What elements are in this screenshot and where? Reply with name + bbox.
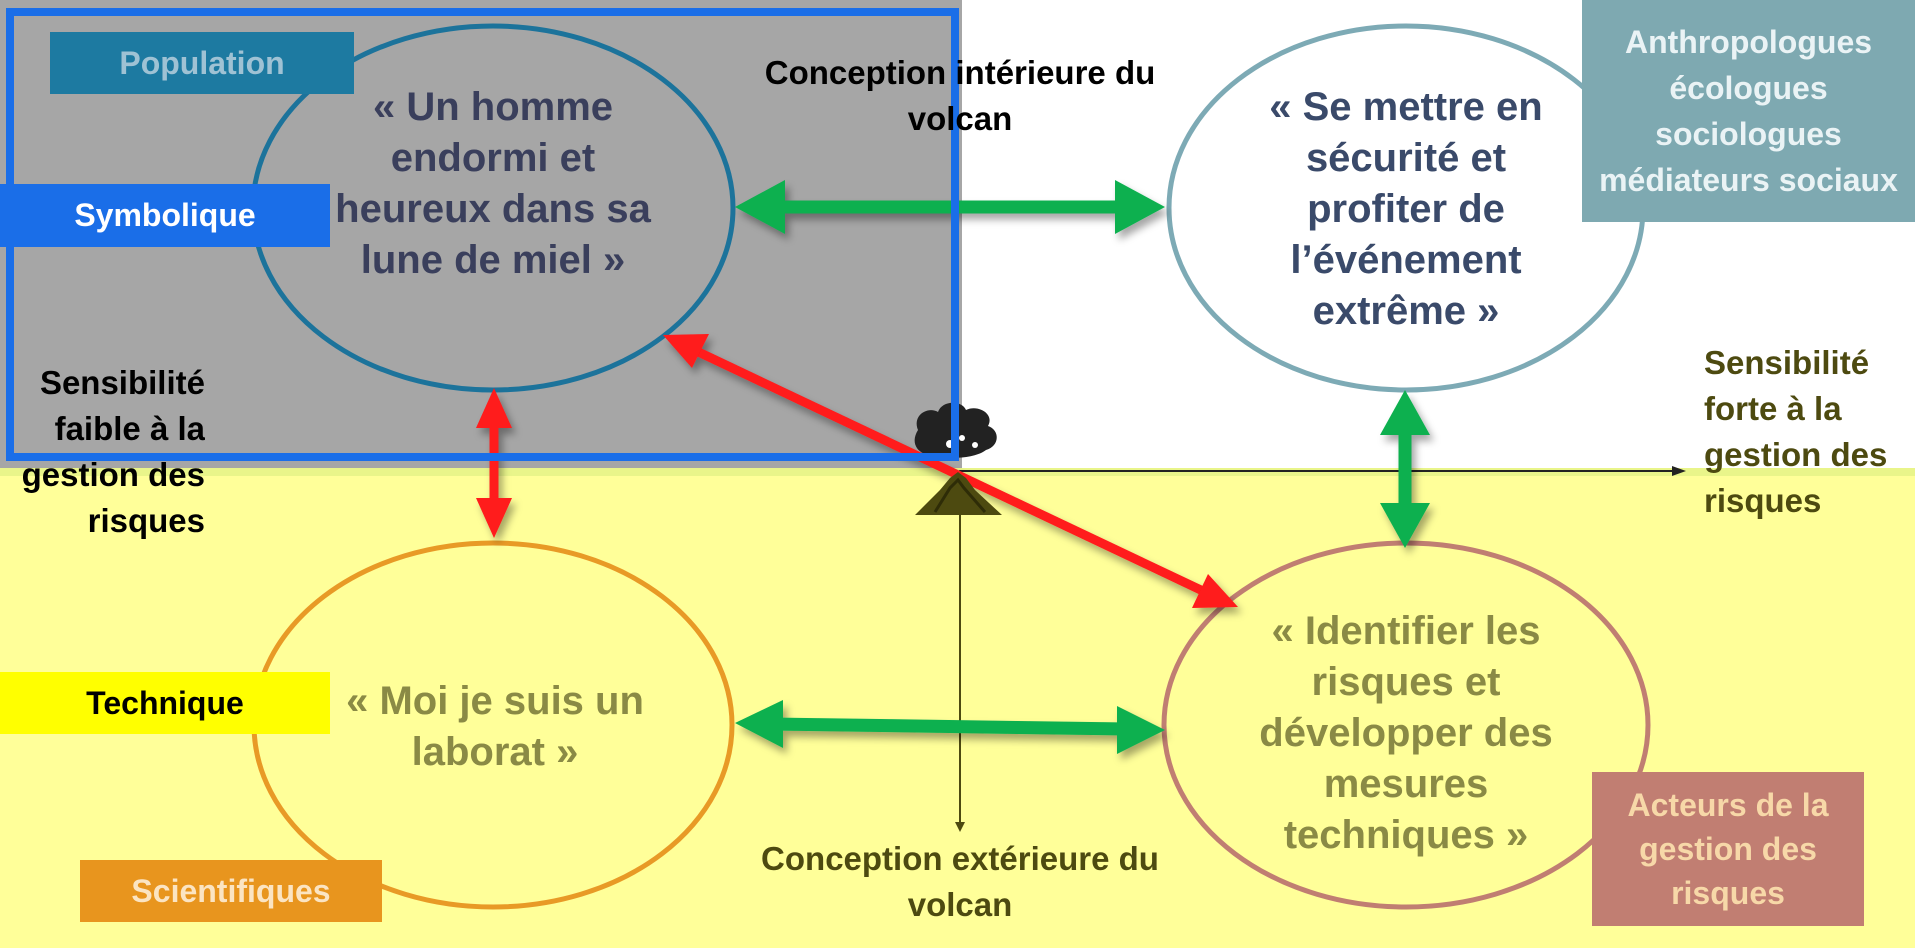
label-symbolique: Symbolique (0, 184, 330, 247)
label-acteurs: Acteurs de la gestion des risques (1592, 772, 1864, 926)
red-arrows (476, 334, 1238, 608)
axis-label-left-text: Sensibilité faible à la gestion des risq… (21, 364, 205, 539)
axis-label-top: Conception intérieure du volcan (764, 54, 1156, 137)
text-technique-scientifiques: « Moi je suis un laborat » (346, 679, 644, 774)
green-arrows (735, 180, 1430, 754)
text-technique-acteurs: « Identifier les risques et développer d… (1259, 609, 1553, 857)
axis-label-left: Sensibilité faible à la gestion des risq… (10, 360, 205, 575)
axis-label-right: Sensibilité forte à la gestion des risqu… (1704, 344, 1888, 519)
horizontal-axis-arrowhead (1672, 466, 1686, 476)
text-symbolique-anthropologues: « Se mettre en sécurité et profiter de l… (1269, 85, 1543, 333)
label-population: Population (50, 32, 354, 94)
vertical-axis-arrowhead (955, 822, 965, 832)
label-technique: Technique (0, 672, 330, 734)
text-symbolique-population: « Un homme endormi et heureux dans sa lu… (335, 85, 651, 282)
label-scientifiques: Scientifiques (80, 860, 382, 922)
axis-label-bottom: Conception extérieure du volcan (761, 840, 1159, 923)
label-anthropologues: Anthropologues écologues sociologues méd… (1582, 0, 1915, 222)
